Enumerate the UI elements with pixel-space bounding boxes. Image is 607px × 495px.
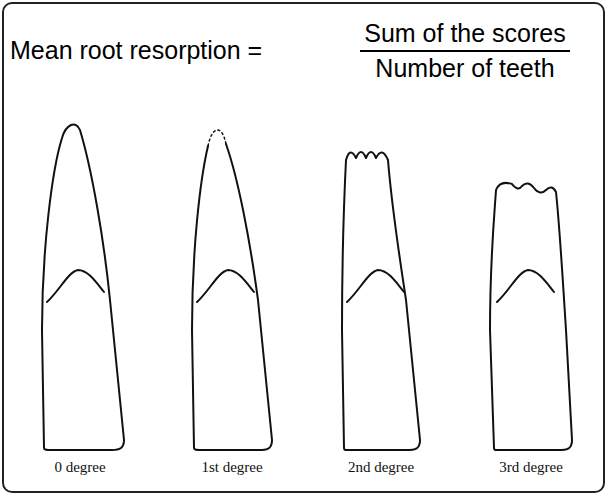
cej-line bbox=[347, 270, 404, 302]
tooth-outline bbox=[490, 183, 572, 450]
degree-label: 0 degree bbox=[54, 458, 105, 476]
fraction-bar bbox=[360, 50, 569, 52]
tooth-outline bbox=[42, 124, 124, 450]
formula-lhs: Mean root resorption = bbox=[10, 36, 262, 65]
fraction-numerator: Sum of the scores bbox=[364, 19, 565, 48]
tooth-outline bbox=[192, 144, 272, 450]
resorbed-apex bbox=[208, 130, 226, 146]
cej-line bbox=[47, 270, 104, 302]
degree-label: 1st degree bbox=[201, 458, 262, 476]
cej-line bbox=[197, 270, 254, 302]
tooth-outline bbox=[342, 152, 420, 450]
degree-label: 3rd degree bbox=[499, 458, 563, 476]
fraction-denominator: Number of teeth bbox=[375, 54, 554, 83]
cej-line bbox=[497, 270, 554, 302]
degree-label: 2nd degree bbox=[348, 458, 414, 476]
